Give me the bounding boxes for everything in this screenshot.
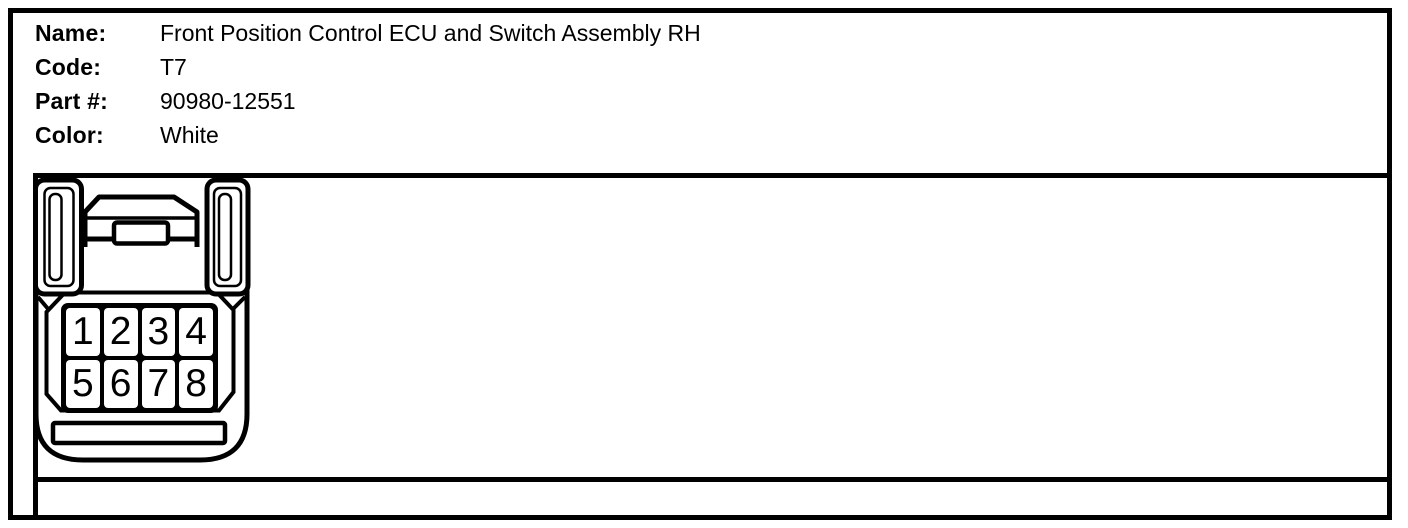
color-value: White bbox=[160, 122, 219, 148]
pin-cell-6: 6 bbox=[103, 360, 138, 408]
empty-footer-row bbox=[38, 482, 1387, 510]
lock-rail-left-slot bbox=[48, 192, 63, 282]
color-label: Color: bbox=[35, 122, 104, 148]
pin-cell-7: 7 bbox=[141, 360, 176, 408]
diagram-box-top-border bbox=[33, 173, 1387, 178]
lock-rail-right bbox=[204, 177, 251, 297]
connector-info: Name: Front Position Control ECU and Swi… bbox=[35, 16, 935, 152]
page-border bbox=[8, 8, 1392, 520]
lock-rail-left-inner bbox=[43, 186, 75, 288]
footer-separator-line bbox=[33, 477, 1387, 482]
pin-cell-4: 4 bbox=[179, 308, 213, 356]
pin-cell-1: 1 bbox=[66, 308, 100, 356]
field-row-part-number: Part #: 90980-12551 bbox=[35, 84, 935, 118]
body-chamfer-left bbox=[36, 295, 51, 312]
lock-rail-left bbox=[33, 177, 84, 297]
part-number-value: 90980-12551 bbox=[160, 88, 296, 114]
part-number-label: Part #: bbox=[35, 88, 108, 114]
latch-button bbox=[111, 220, 171, 246]
name-value: Front Position Control ECU and Switch As… bbox=[160, 20, 701, 46]
pin-cell-5: 5 bbox=[66, 360, 100, 408]
pin-cell-8: 8 bbox=[179, 360, 213, 408]
lock-rail-right-slot bbox=[217, 192, 233, 282]
connector-diagram: 1 2 3 4 5 6 7 8 bbox=[33, 176, 251, 468]
code-value: T7 bbox=[160, 54, 187, 80]
bottom-skirt bbox=[50, 420, 228, 446]
pin-cell-3: 3 bbox=[141, 308, 176, 356]
field-row-code: Code: T7 bbox=[35, 50, 935, 84]
lock-rail-right-inner bbox=[212, 186, 243, 288]
name-label: Name: bbox=[35, 20, 107, 46]
pin-grid: 1 2 3 4 5 6 7 8 bbox=[61, 303, 218, 413]
field-row-color: Color: White bbox=[35, 118, 935, 152]
field-row-name: Name: Front Position Control ECU and Swi… bbox=[35, 16, 935, 50]
pin-cell-2: 2 bbox=[103, 308, 138, 356]
code-label: Code: bbox=[35, 54, 102, 80]
